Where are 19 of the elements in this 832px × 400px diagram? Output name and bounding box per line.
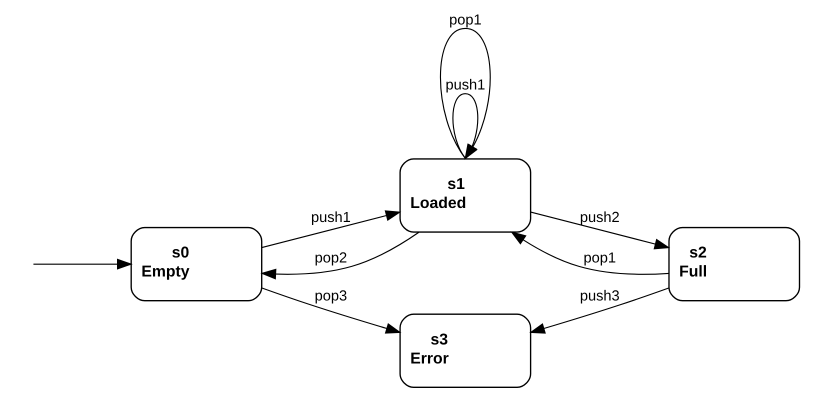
node-box: s3 Error — [399, 314, 532, 388]
arrow — [262, 287, 402, 334]
edge-label: pop3 — [314, 288, 348, 305]
node-box: s0 Empty — [130, 226, 262, 302]
edge-label: push3 — [580, 288, 620, 305]
edge-label: push2 — [580, 210, 620, 226]
edge-label: pop1 — [584, 250, 616, 266]
arrow — [530, 211, 670, 250]
arrow — [260, 232, 420, 280]
arrow — [510, 231, 669, 275]
edge-label: pop2 — [314, 250, 348, 266]
edge-label: push1 — [310, 210, 351, 226]
edge-label: push1 — [445, 78, 486, 94]
arrow — [529, 287, 669, 334]
node-box: s2 Full — [668, 226, 800, 302]
arrow — [33, 258, 133, 270]
edge-label: pop1 — [449, 12, 482, 28]
arrow — [262, 210, 402, 248]
node-box: s1 Loaded — [399, 158, 532, 233]
